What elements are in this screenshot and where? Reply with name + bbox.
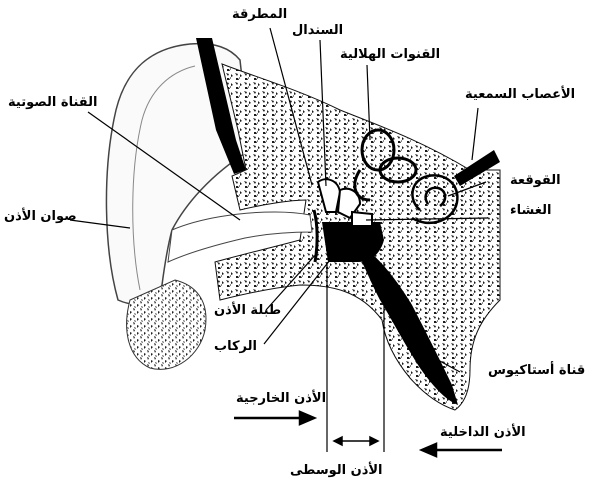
label-auditory-nerves: الأعصاب السمعية [465, 88, 575, 101]
inner-ear-arrow [422, 444, 502, 456]
label-anvil: السندال [292, 24, 343, 37]
label-auricle: صوان الأذن [4, 210, 77, 223]
middle-ear-double-arrow [334, 437, 378, 445]
label-cochlea: القوقعة [510, 174, 561, 187]
label-semicircular-canals: القنوات الهلالية [340, 48, 440, 61]
label-membrane: الغشاء [510, 204, 551, 217]
stirrup-bone [352, 212, 372, 226]
label-eardrum: طبلة الأذن [214, 304, 281, 317]
label-hammer: المطرقة [232, 8, 287, 21]
label-eustachian-tube: قناة أستاكيوس [488, 364, 585, 377]
label-outer-ear: الأذن الخارجية [236, 392, 326, 405]
outer-ear-arrow [234, 412, 314, 424]
label-middle-ear: الأذن الوسطى [290, 464, 383, 477]
label-inner-ear: الأذن الداخلية [440, 426, 526, 439]
label-stirrup: الركاب [214, 340, 257, 353]
middle-ear-cavity [322, 222, 384, 262]
label-ear-canal: القناة الصوتية [8, 96, 97, 109]
